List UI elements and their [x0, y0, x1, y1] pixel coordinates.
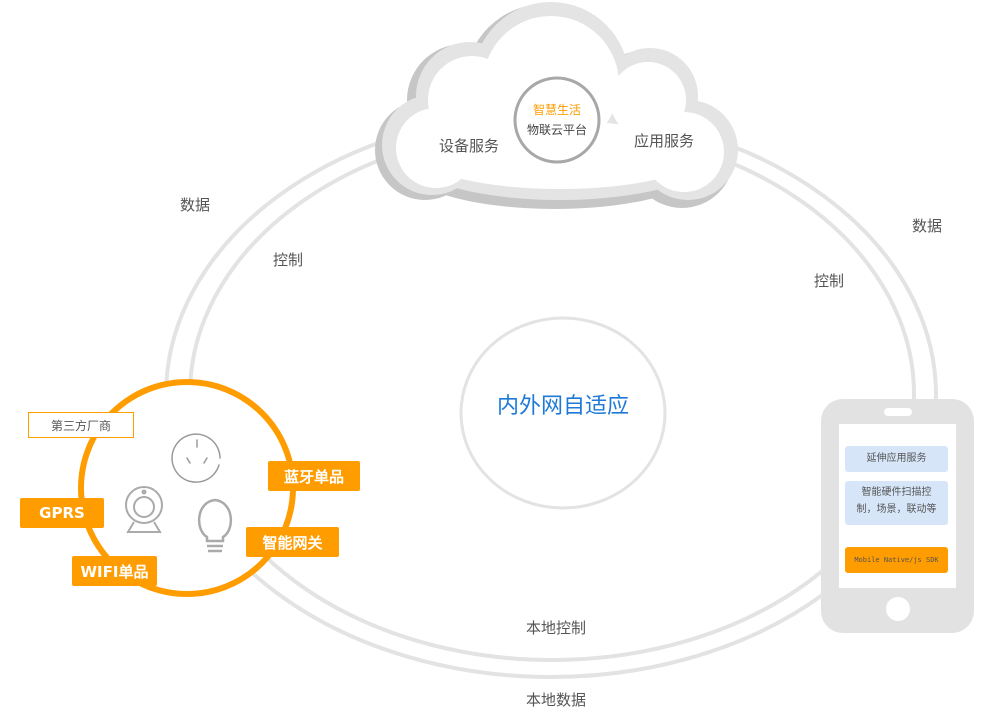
tag-gprs: GPRS — [20, 498, 104, 528]
network-adaptive-label: 内外网自适应 — [496, 394, 629, 419]
tag-gateway: 智能网关 — [246, 527, 339, 557]
camera-icon — [125, 486, 163, 533]
flow-label-left-control: 控制 — [273, 251, 304, 269]
tag-bluetooth: 蓝牙单品 — [268, 461, 360, 491]
phone-speaker-icon — [884, 408, 912, 416]
flow-label-local-data: 本地数据 — [526, 691, 587, 709]
third-party-vendor-box: 第三方厂商 — [28, 412, 134, 438]
hardware-control-line1: 智能硬件扫描控 — [861, 487, 932, 498]
flow-label-left-data: 数据 — [180, 196, 211, 214]
app-service-label: 应用服务 — [634, 132, 695, 150]
flow-label-right-data: 数据 — [912, 217, 943, 235]
hardware-control-line2: 制，场景，联动等 — [856, 504, 937, 515]
tag-wifi: WIFI单品 — [72, 556, 157, 586]
mobile-phone: 延伸应用服务 智能硬件扫描控 制，场景，联动等 Mobile Native/js… — [821, 399, 974, 633]
app-service-extension-box: 延伸应用服务 — [845, 446, 948, 472]
phone-screen: 延伸应用服务 智能硬件扫描控 制，场景，联动等 Mobile Native/js… — [839, 424, 956, 588]
socket-icon — [171, 433, 221, 483]
sdk-box: Mobile Native/js SDK — [845, 547, 948, 573]
platform-circle — [513, 76, 601, 164]
bulb-icon — [197, 498, 233, 553]
flow-label-right-control: 控制 — [814, 272, 845, 290]
center-ellipse — [459, 316, 667, 510]
hardware-control-box: 智能硬件扫描控 制，场景，联动等 — [845, 481, 948, 525]
phone-home-button-icon — [886, 597, 910, 621]
platform-title: 智慧生活 — [532, 103, 581, 117]
platform-subtitle: 物联云平台 — [526, 123, 587, 137]
flow-label-local-control: 本地控制 — [526, 619, 587, 637]
device-service-label: 设备服务 — [439, 137, 500, 155]
